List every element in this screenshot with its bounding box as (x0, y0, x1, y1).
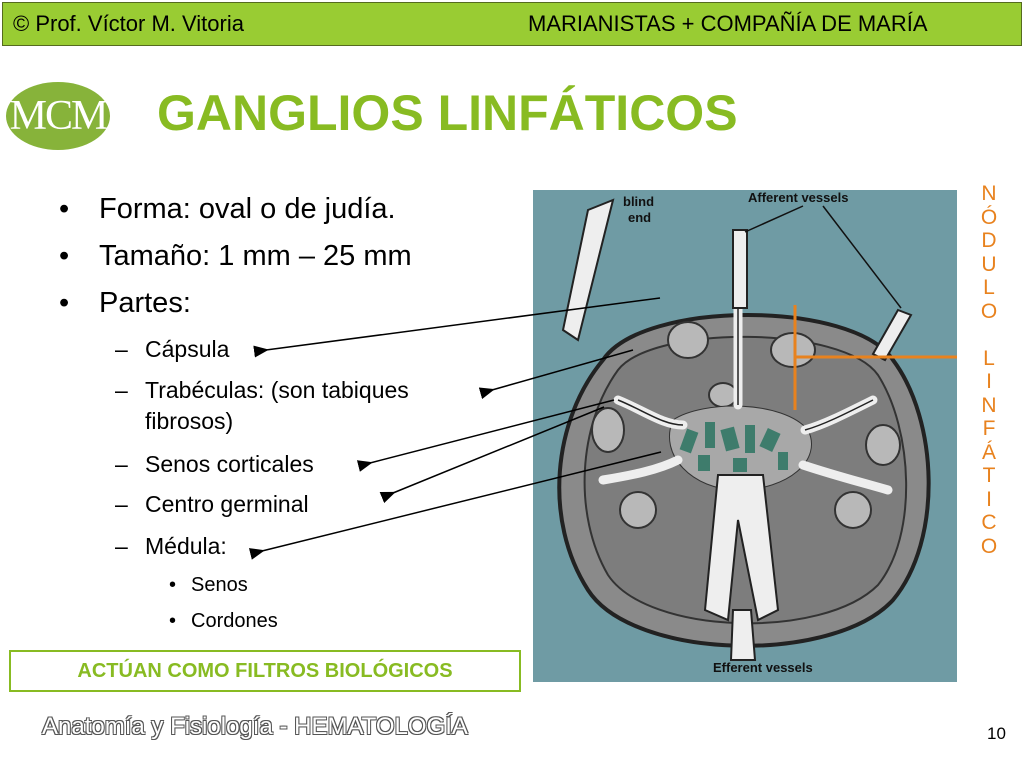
bullet-size: Tamaño: 1 mm – 25 mm (59, 240, 412, 273)
figure-label-blind: blind (623, 194, 654, 209)
letter: T (982, 464, 996, 487)
letter: L (983, 276, 995, 299)
part-trabeculae: Trabéculas: (son tabiques (115, 377, 409, 404)
letter: O (980, 299, 998, 323)
bullet-shape: Forma: oval o de judía. (59, 193, 396, 226)
page-number: 10 (987, 724, 1006, 743)
part-capsule: Cápsula (115, 336, 230, 363)
letter: Ó (980, 205, 998, 229)
letter: U (981, 252, 997, 276)
letter: Á (981, 440, 996, 464)
lymph-node-diagram: blind end Afferent vessels Efferent vess… (533, 190, 957, 682)
bullet-parts: Partes: (59, 287, 191, 320)
figure-label-efferent: Efferent vessels (713, 660, 813, 675)
medulla-cords: Cordones (169, 610, 278, 633)
letter: D (981, 229, 997, 252)
part-germinal-center: Centro germinal (115, 491, 309, 518)
letter: L (983, 346, 995, 370)
biological-filter-callout: ACTÚAN COMO FILTROS BIOLÓGICOS (9, 650, 521, 692)
letter: I (986, 487, 992, 511)
mcm-logo: MCM (6, 82, 110, 150)
logo-text: MCM (9, 93, 109, 139)
medulla-sinuses: Senos (169, 574, 248, 597)
letter: O (980, 534, 998, 558)
letter: N (981, 393, 997, 417)
header-bar: © Prof. Víctor M. Vitoria MARIANISTAS + … (2, 2, 1022, 46)
letter: I (986, 370, 992, 393)
part-trabeculae-cont: fibrosos) (145, 408, 234, 434)
institution-name: MARIANISTAS + COMPAÑÍA DE MARÍA (528, 11, 928, 36)
figure-label-end: end (628, 210, 651, 225)
figure-label-afferent: Afferent vessels (748, 190, 848, 205)
vertical-label-nodulo-linfatico: N Ó D U L O L I N F Á T I C O (975, 182, 1003, 558)
slide-title: GANGLIOS LINFÁTICOS (157, 85, 738, 141)
letter: F (982, 417, 996, 440)
letter: N (981, 182, 997, 205)
footer-course-title: Anatomía y Fisiología - HEMATOLOGÍA (42, 713, 468, 740)
part-medulla: Médula: (115, 533, 227, 560)
part-cortical-sinuses: Senos corticales (115, 451, 314, 478)
letter: C (981, 511, 997, 534)
author-credit: © Prof. Víctor M. Vitoria (13, 11, 244, 36)
